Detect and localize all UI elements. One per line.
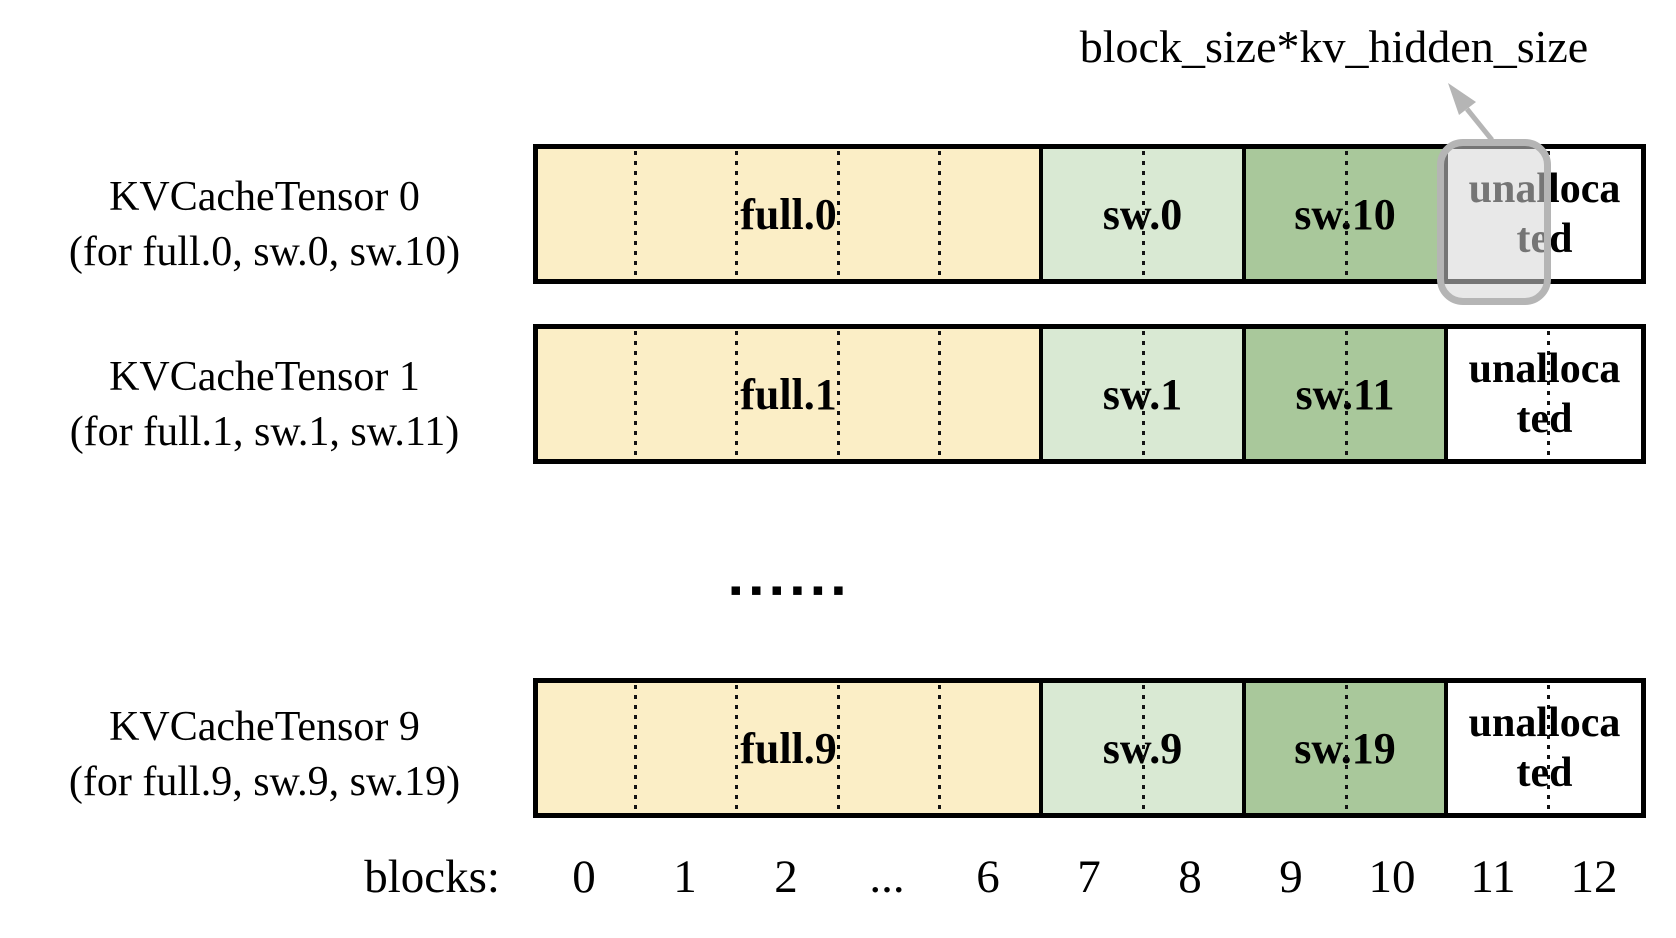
tensor-1-sw2-label: sw.11 — [1295, 369, 1395, 419]
block-divider-dotted — [938, 685, 941, 811]
tensor-1-full-section: full.1 — [538, 329, 1039, 459]
annotation-arrow-icon — [1448, 83, 1494, 142]
highlight-box — [1437, 139, 1551, 305]
axis-tick-1: 1 — [673, 851, 697, 903]
tensor-0-full-section: full.0 — [538, 149, 1039, 279]
block-divider-dotted — [1142, 685, 1145, 811]
block-divider-dotted — [938, 151, 941, 277]
axis-tick-2: 2 — [774, 851, 798, 903]
tensor-1-label: KVCacheTensor 1 (for full.1, sw.1, sw.11… — [12, 350, 517, 460]
block-divider-dotted — [1345, 331, 1348, 457]
block-divider-dotted — [735, 151, 738, 277]
block-divider-dotted — [938, 331, 941, 457]
block-divider-dotted — [1345, 151, 1348, 277]
block-divider-dotted — [837, 151, 840, 277]
axis-tick-9: 9 — [1279, 851, 1303, 903]
axis-tick-8: 8 — [1178, 851, 1202, 903]
axis-tick-6: 6 — [976, 851, 1000, 903]
tensor-0-sw2-label: sw.10 — [1294, 189, 1396, 239]
tensor-9-unallocated-label: unalloca ted — [1468, 700, 1621, 796]
block-divider-dotted — [634, 151, 637, 277]
tensor-9-full-section: full.9 — [538, 683, 1039, 813]
axis-tick-ellipsis: ... — [869, 851, 905, 903]
tensor-9-sw2-label: sw.19 — [1294, 723, 1396, 773]
tensor-1-unallocated-section: unalloca ted — [1444, 329, 1641, 459]
tensor-0-title: KVCacheTensor 0 — [109, 174, 420, 220]
block-divider-dotted — [1142, 151, 1145, 277]
axis-tick-0: 0 — [572, 851, 596, 903]
tensor-1-title: KVCacheTensor 1 — [109, 354, 420, 400]
tensor-1-bar: full.1 sw.1 sw.11 unalloca ted — [533, 324, 1646, 464]
block-divider-dotted — [735, 331, 738, 457]
blocks-axis-label: blocks: — [364, 851, 500, 903]
block-divider-dotted — [634, 685, 637, 811]
tensor-9-full-label: full.9 — [740, 723, 837, 773]
block-divider-dotted — [1547, 685, 1550, 811]
axis-tick-7: 7 — [1077, 851, 1101, 903]
tensor-9-sw2-section: sw.19 — [1242, 683, 1444, 813]
tensor-1-subtitle: (for full.1, sw.1, sw.11) — [69, 409, 460, 455]
block-divider-dotted — [735, 685, 738, 811]
block-divider-dotted — [634, 331, 637, 457]
tensor-1-sw2-section: sw.11 — [1242, 329, 1444, 459]
block-divider-dotted — [1547, 331, 1550, 457]
axis-tick-10: 10 — [1368, 851, 1416, 903]
block-divider-dotted — [1345, 685, 1348, 811]
tensor-9-unallocated-section: unalloca ted — [1444, 683, 1641, 813]
block-divider-dotted — [1142, 331, 1145, 457]
tensor-9-bar: full.9 sw.9 sw.19 unalloca ted — [533, 678, 1646, 818]
ellipsis-dots: ▪▪▪▪▪▪ — [730, 580, 854, 600]
block-divider-dotted — [837, 685, 840, 811]
tensor-9-sw-section: sw.9 — [1039, 683, 1242, 813]
tensor-0-sw2-section: sw.10 — [1242, 149, 1444, 279]
tensor-1-unallocated-label: unalloca ted — [1468, 346, 1621, 442]
tensor-1-sw-section: sw.1 — [1039, 329, 1242, 459]
tensor-1-full-label: full.1 — [740, 369, 837, 419]
axis-tick-12: 12 — [1570, 851, 1618, 903]
tensor-0-subtitle: (for full.0, sw.0, sw.10) — [68, 229, 461, 275]
tensor-0-sw-section: sw.0 — [1039, 149, 1242, 279]
block-size-annotation: block_size*kv_hidden_size — [1079, 21, 1589, 72]
tensor-9-label: KVCacheTensor 9 (for full.9, sw.9, sw.19… — [12, 700, 517, 810]
tensor-0-full-label: full.0 — [740, 189, 837, 239]
tensor-9-title: KVCacheTensor 9 — [109, 704, 420, 750]
tensor-9-subtitle: (for full.9, sw.9, sw.19) — [68, 759, 461, 805]
tensor-0-label: KVCacheTensor 0 (for full.0, sw.0, sw.10… — [12, 170, 517, 280]
axis-tick-11: 11 — [1470, 851, 1516, 903]
block-divider-dotted — [837, 331, 840, 457]
